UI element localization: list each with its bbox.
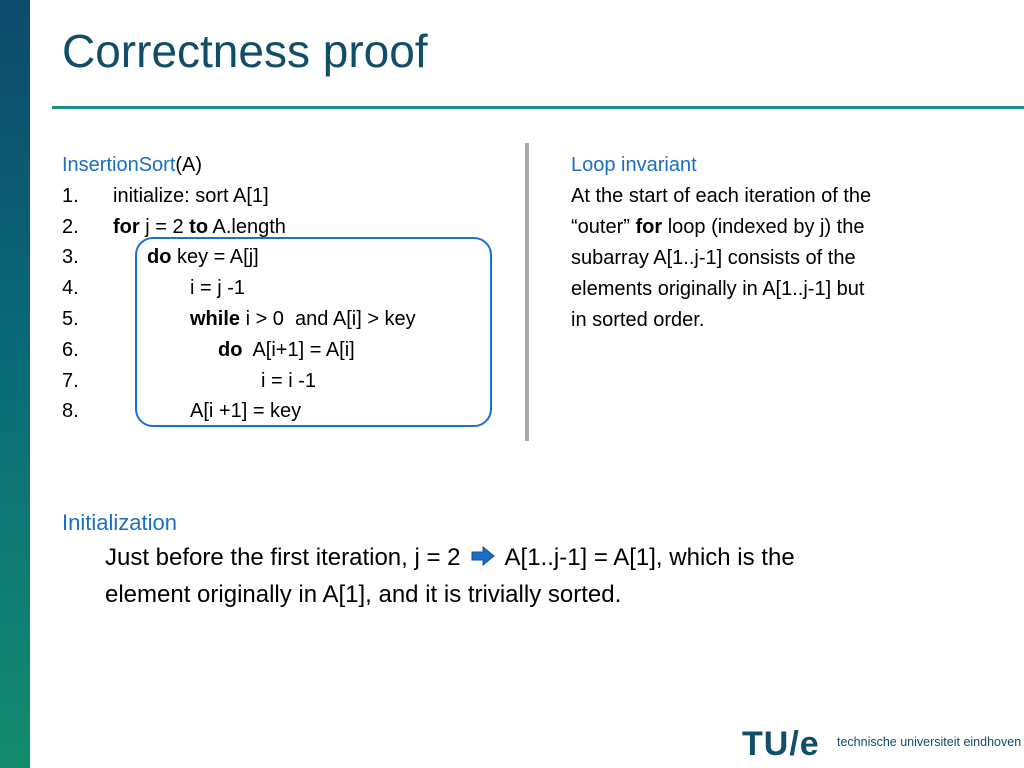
invariant-line-2: “outer” for loop (indexed by j) the [571, 212, 981, 243]
code-text: i > 0 and A[i] > key [240, 307, 416, 330]
line-code: A[i +1] = key [190, 396, 301, 427]
invariant-text: loop (indexed by j) the [662, 216, 865, 238]
line-number: 8. [62, 400, 79, 423]
logo-mark: TU/e [742, 725, 820, 763]
pseudocode-line: 7. i = i -1 [62, 366, 316, 397]
line-code: for j = 2 to A.length [113, 212, 286, 243]
title-rule [52, 106, 1024, 109]
code-text: A.length [208, 215, 286, 238]
code-text: i = i -1 [261, 369, 317, 392]
pseudocode-block: InsertionSort(A) 1. initialize: sort A[1]… [62, 150, 416, 427]
pseudocode-line: 6. do A[i+1] = A[i] [62, 335, 355, 366]
code-text: A[i +1] = key [190, 400, 302, 423]
invariant-line-4: elements originally in A[1..j-1] but [571, 278, 865, 300]
invariant-line-5: in sorted order. [571, 309, 705, 331]
line-code: i = j -1 [190, 273, 245, 304]
code-text: A[i+1] = A[i] [242, 338, 355, 361]
line-number: 1. [62, 184, 79, 207]
initialization-text: A[1..j-1] = A[1], which is the [504, 544, 795, 571]
sidebar-band [0, 0, 30, 768]
initialization-line-2: element originally in A[1], and it is tr… [105, 580, 622, 608]
code-text: initialize: sort A[1] [113, 184, 269, 207]
pseudocode-lines: 1. initialize: sort A[1] 2. for j = 2 to A.… [62, 181, 416, 427]
line-number: 7. [62, 369, 79, 392]
column-divider [525, 143, 529, 441]
procedure-args: (A) [175, 154, 203, 176]
keyword: for [113, 215, 140, 238]
pseudocode-line: 1. initialize: sort A[1] [62, 181, 269, 212]
right-arrow-icon [471, 541, 495, 577]
invariant-text: “outer” [571, 216, 636, 238]
loop-invariant-block: Loop invariant At the start of each iter… [571, 150, 981, 336]
line-number: 3. [62, 246, 79, 269]
pseudocode-line: 8. A[i +1] = key [62, 396, 301, 427]
line-number: 5. [62, 307, 79, 330]
pseudocode-header: InsertionSort(A) [62, 150, 202, 181]
initialization-line-1: Just before the first iteration, j = 2 A[… [105, 540, 965, 577]
line-code: do A[i+1] = A[i] [218, 335, 355, 366]
invariant-line-3: subarray A[1..j-1] consists of the [571, 247, 856, 269]
line-number: 4. [62, 277, 79, 300]
line-code: do key = A[j] [147, 242, 259, 273]
slide-title: Correctness proof [62, 25, 428, 77]
keyword: do [147, 246, 172, 269]
line-code: while i > 0 and A[i] > key [190, 304, 416, 335]
keyword: do [218, 338, 243, 361]
initialization-body: Just before the first iteration, j = 2 A[… [105, 540, 965, 613]
initialization-heading: Initialization [62, 510, 177, 535]
line-code: i = i -1 [261, 366, 316, 397]
line-number: 6. [62, 338, 79, 361]
initialization-text: Just before the first iteration, j = 2 [105, 544, 461, 571]
pseudocode-line: 2. for j = 2 to A.length [62, 212, 286, 243]
line-number: 2. [62, 215, 79, 238]
keyword-for: for [635, 216, 663, 238]
code-text: key = A[j] [171, 246, 259, 269]
invariant-heading: Loop invariant [571, 154, 697, 176]
pseudocode-line: 5. while i > 0 and A[i] > key [62, 304, 416, 335]
logo-text: technische universiteit eindhoven [837, 735, 1022, 749]
code-text: j = 2 [139, 215, 190, 238]
code-text: i = j -1 [190, 277, 246, 300]
pseudocode-line: 4. i = j -1 [62, 273, 245, 304]
keyword: while [190, 307, 241, 330]
line-code: initialize: sort A[1] [113, 181, 269, 212]
pseudocode-line: 3. do key = A[j] [62, 242, 259, 273]
loop-highlight-box [135, 237, 492, 427]
procedure-name: InsertionSort [62, 154, 176, 176]
keyword: to [189, 215, 209, 238]
invariant-line-1: At the start of each iteration of the [571, 185, 872, 207]
